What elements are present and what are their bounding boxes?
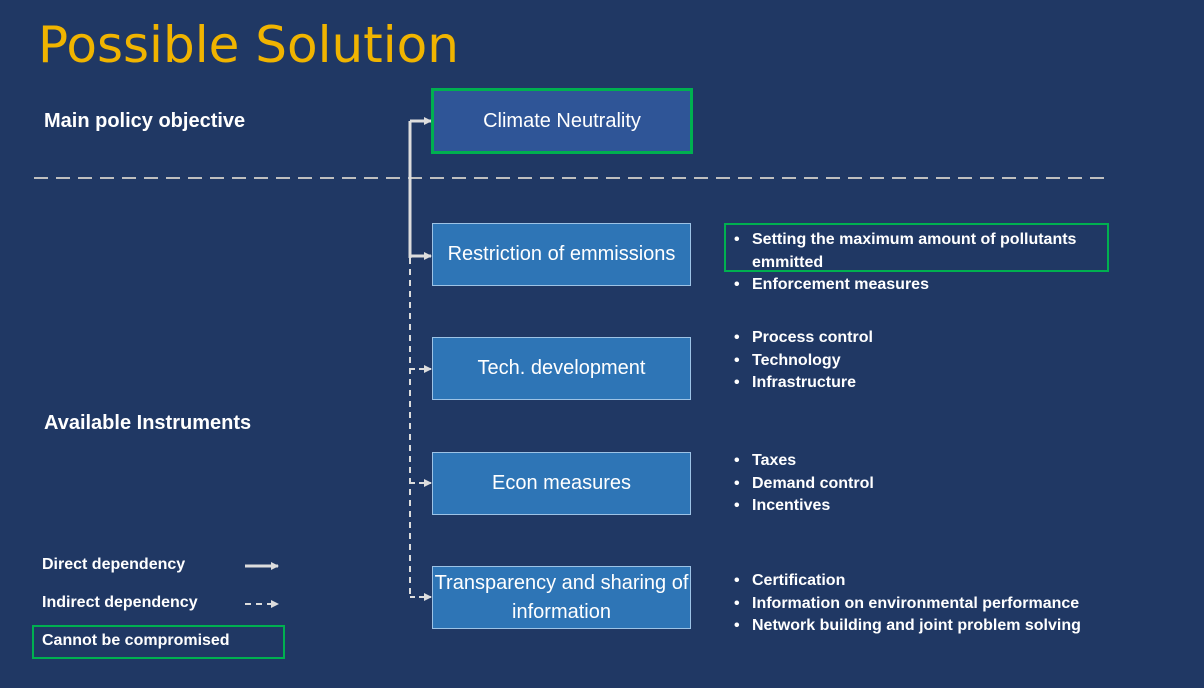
list-item: Information on environmental performance	[732, 593, 1152, 616]
instrument-label: Econ measures	[492, 472, 631, 494]
list-item: Certification	[732, 570, 1152, 593]
objective-label: Climate Neutrality	[483, 109, 641, 132]
list-item: Demand control	[732, 473, 1112, 496]
list-item: Network building and joint problem solvi…	[732, 615, 1152, 638]
page-title: Possible Solution	[38, 16, 459, 74]
list-item: Infrastructure	[732, 372, 1112, 395]
instruments-heading: Available Instruments	[44, 412, 252, 434]
legend-direct-label: Direct dependency	[42, 556, 186, 573]
legend-indirect-label: Indirect dependency	[42, 594, 198, 611]
list-item: Enforcement measures	[732, 274, 1102, 297]
instrument-box-transparency: Transparency and sharing of information	[432, 566, 691, 629]
list-item: Taxes	[732, 450, 1112, 473]
list-item: Technology	[732, 350, 1112, 373]
list-item: Process control	[732, 327, 1112, 350]
list-item: Incentives	[732, 495, 1112, 518]
list-item: Setting the maximum amount of pollutants…	[732, 229, 1102, 274]
instrument-box-econ: Econ measures	[432, 452, 691, 515]
instrument-box-tech: Tech. development	[432, 337, 691, 400]
instrument-label: Transparency and sharing of information	[434, 571, 689, 623]
instrument-label: Tech. development	[477, 357, 646, 379]
main-policy-heading: Main policy objective	[44, 110, 246, 132]
bullets-restriction: Setting the maximum amount of pollutants…	[732, 229, 1102, 297]
legend-cannot-compromise-label: Cannot be compromised	[42, 632, 230, 649]
instrument-box-restriction: Restriction of emmissions	[432, 223, 691, 286]
bullets-tech: Process control Technology Infrastructur…	[732, 327, 1112, 395]
bullets-econ: Taxes Demand control Incentives	[732, 450, 1112, 518]
legend-cannot-compromise-box	[32, 625, 285, 659]
objective-box: Climate Neutrality	[431, 88, 693, 154]
instrument-label: Restriction of emmissions	[447, 243, 676, 265]
bullets-transparency: Certification Information on environment…	[732, 570, 1152, 638]
